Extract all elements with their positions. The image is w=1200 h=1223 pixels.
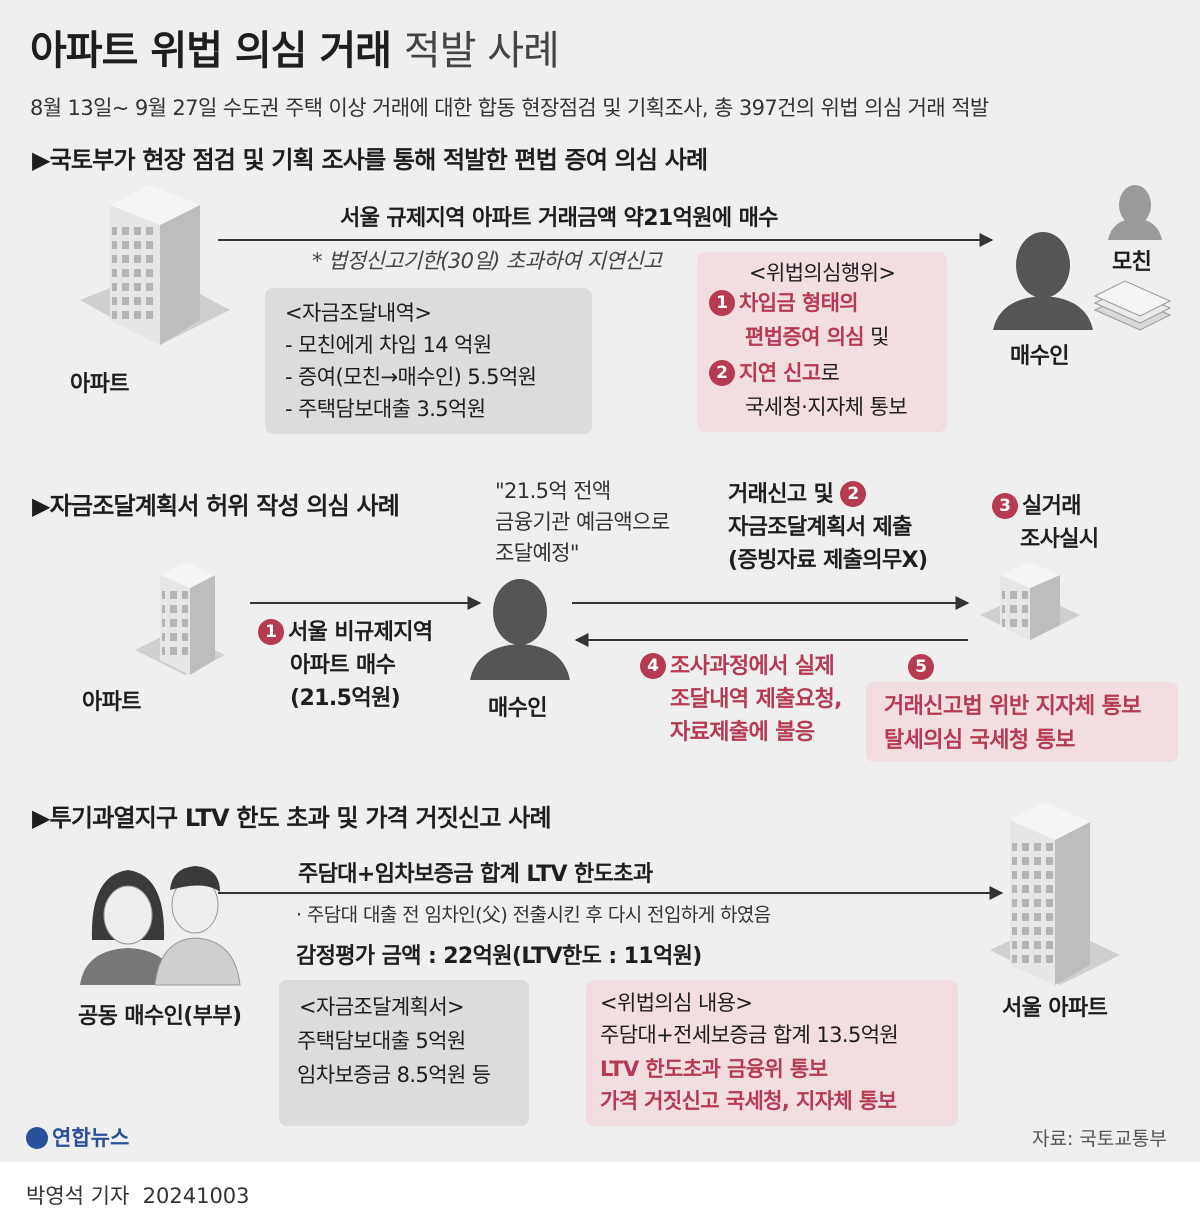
mother-label: 모친 — [1112, 250, 1152, 275]
building-icon — [990, 802, 1120, 985]
case1-note: * 법정신고기한(30일) 초과하여 지연신고 — [312, 249, 662, 273]
illustration-layer — [80, 185, 1172, 986]
violation-line: LTV 한도초과 금융위 통보 — [600, 1057, 828, 1081]
page-subtitle: 8월 13일~ 9월 27일 수도권 주택 이상 거래에 대한 합동 현장점검 … — [30, 96, 989, 120]
funding-line: - 증여(모친→매수인) 5.5억원 — [285, 365, 537, 389]
step-number-badge: 1 — [709, 290, 735, 316]
case2-heading: ▶자금조달계획서 허위 작성 의심 사례 — [32, 492, 400, 520]
violation-line: 가격 거짓신고 국세청, 지자체 통보 — [600, 1089, 897, 1113]
case2-quote: "21.5억 전액 금융기관 예금액으로 조달예정" — [495, 479, 670, 565]
building-icon — [135, 562, 225, 675]
buyer-label: 매수인 — [1010, 344, 1070, 369]
byline: 박영석 기자 20241003 — [26, 1184, 250, 1208]
plan-title: <자금조달계획서> — [299, 995, 465, 1019]
step-number-badge: 3 — [992, 493, 1018, 519]
violation-item-1-cont: 편법증여 의심 및 — [745, 325, 889, 349]
step-number-badge: 4 — [640, 653, 666, 679]
case3-heading: ▶투기과열지구 LTV 한도 초과 및 가격 거짓신고 사례 — [32, 804, 552, 832]
violation-box: <위법의심 내용> 주담대+전세보증금 합계 13.5억원 LTV 한도초과 금… — [586, 980, 958, 1126]
title-main: 아파트 위법 의심 거래 — [30, 28, 392, 74]
step-5-box: 거래신고법 위반 지자체 통보 탈세의심 국세청 통보 — [866, 682, 1178, 762]
building-icon — [980, 562, 1080, 640]
plan-line: 임차보증금 8.5억원 등 — [297, 1063, 491, 1087]
mother-icon — [1108, 185, 1162, 240]
buyer-label: 매수인 — [488, 696, 548, 721]
page-title: 아파트 위법 의심 거래 적발 사례 — [30, 18, 560, 76]
building-icon — [80, 185, 230, 345]
violation-item-2-cont: 국세청·지자체 통보 — [745, 395, 908, 419]
funding-title: <자금조달내역> — [285, 301, 432, 325]
step-5: 거래신고법 위반 지자체 통보 탈세의심 국세청 통보 — [884, 694, 1141, 753]
step-number-badge: 5 — [908, 654, 934, 680]
funding-line: - 모친에게 차입 14 억원 — [285, 333, 492, 357]
apartment-label: 서울 아파트 — [1002, 996, 1108, 1021]
apartment-label: 아파트 — [70, 372, 130, 397]
plan-line: 주택담보대출 5억원 — [297, 1029, 466, 1053]
step-2: 거래신고 및 2 자금조달계획서 제출 (증빙자료 제출의무X) — [728, 481, 928, 573]
violation-title: <위법의심 내용> — [600, 991, 753, 1015]
couple-icon — [80, 866, 241, 986]
step-number-badge: 2 — [709, 360, 735, 386]
buyer-icon — [470, 579, 570, 680]
violation-line: 주담대+전세보증금 합계 13.5억원 — [600, 1023, 899, 1047]
title-sub: 적발 사례 — [403, 28, 560, 74]
step-number-badge: 2 — [840, 481, 867, 507]
yonhap-logo: 연합뉴스 — [26, 1122, 129, 1152]
source-label: 자료: 국토교통부 — [1032, 1128, 1167, 1150]
appraisal-amount: 감정평가 금액 : 22억원(LTV한도 : 11억원) — [296, 944, 702, 969]
step-number-badge: 1 — [258, 619, 284, 645]
case3-note: · 주담대 대출 전 임차인(父) 전출시킨 후 다시 전입하게 하였음 — [296, 904, 771, 926]
buyer-icon — [993, 232, 1093, 330]
plan-box: <자금조달계획서> 주택담보대출 5억원 임차보증금 8.5억원 등 — [279, 980, 529, 1126]
step-5-badge-wrap: 5 — [908, 654, 938, 680]
funding-box: <자금조달내역> - 모친에게 차입 14 억원 - 증여(모친→매수인) 5.… — [265, 288, 592, 434]
yonhap-logo-icon — [26, 1127, 48, 1149]
money-icon — [1093, 280, 1172, 331]
case1-heading: ▶국토부가 현장 점검 및 기획 조사를 통해 적발한 편법 증여 의심 사례 — [32, 146, 708, 174]
apartment-label: 아파트 — [82, 690, 142, 715]
violation-title: <위법의심행위> — [749, 261, 896, 285]
case1-arrow-label: 서울 규제지역 아파트 거래금액 약21억원에 매수 — [340, 206, 778, 231]
couple-label: 공동 매수인(부부) — [78, 1004, 242, 1029]
funding-line: - 주택담보대출 3.5억원 — [285, 397, 486, 421]
case3-arrow-label: 주담대+임차보증금 합계 LTV 한도초과 — [298, 862, 653, 887]
